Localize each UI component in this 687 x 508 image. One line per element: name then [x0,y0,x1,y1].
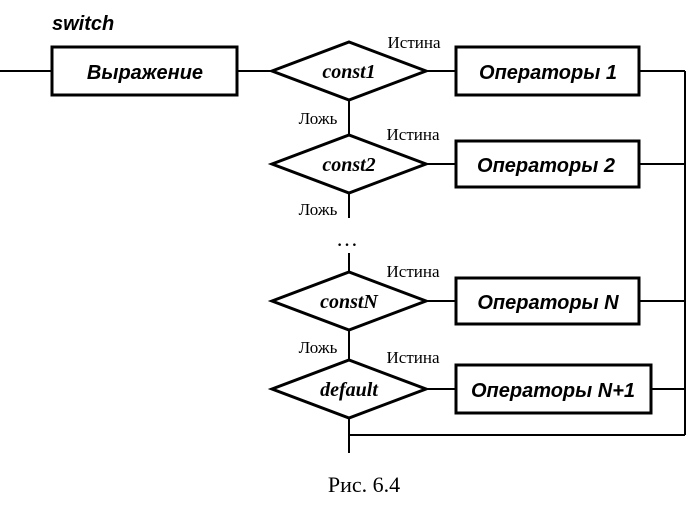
case-2-operators-label: Операторы 2 [477,155,615,177]
ellipsis: … [336,226,358,251]
case-2-operators-box [454,139,641,189]
default-true-label: Истина [387,348,440,367]
case-2-true-label: Истина [387,125,440,144]
case-n-operators-label: Операторы N [477,292,619,314]
case-1-true-label: Истина [388,33,441,52]
case-2-condition: const2 [322,154,375,176]
case-1-operators-box [454,45,641,97]
case-n-true-label: Истина [387,262,440,281]
switch-title: switch [52,13,114,35]
expression-label: Выражение [87,62,203,84]
case-1-condition: const1 [322,61,375,83]
case-n-condition: constN [320,291,379,313]
case-2-false-label: Ложь [299,200,338,219]
case-1-false-label: Ложь [299,109,338,128]
case-n-false-label: Ложь [299,338,338,357]
case-1-operators-label: Операторы 1 [479,62,617,84]
default-operators-label: Операторы N+1 [471,380,635,402]
figure-caption: Рис. 6.4 [328,472,400,497]
default-condition: default [320,379,379,401]
default-operators-box [454,363,653,415]
